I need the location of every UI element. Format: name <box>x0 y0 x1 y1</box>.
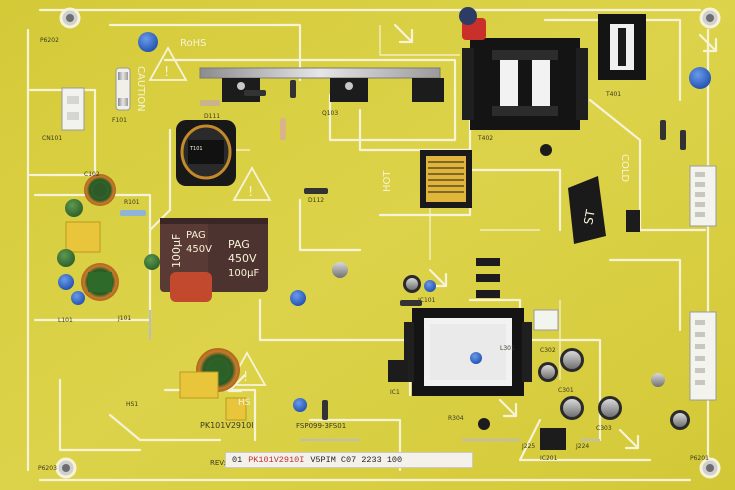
svg-text:C301: C301 <box>558 387 574 394</box>
svg-text:L101: L101 <box>58 317 73 324</box>
mid-transformer <box>420 150 472 208</box>
part-number-label: PK101V2910I <box>200 421 254 430</box>
input-choke: T101 <box>176 120 236 186</box>
aux-transformer <box>598 14 646 80</box>
caution-label: CAUTION <box>135 66 146 112</box>
main-transformer <box>462 38 588 130</box>
certification-logo: ST <box>568 176 606 244</box>
semiconductors <box>388 144 640 450</box>
hs-label: HS <box>238 398 251 408</box>
svg-text:R304: R304 <box>448 415 464 422</box>
revision-label: REV:1 <box>210 459 230 467</box>
output-connectors <box>533 165 717 401</box>
bulk-cap-voltage-left: 450V <box>186 244 212 255</box>
heatsink-top <box>199 67 444 102</box>
svg-text:J225: J225 <box>521 443 535 450</box>
fuse <box>115 67 131 111</box>
svg-text:C302: C302 <box>540 347 556 354</box>
svg-text:P6201: P6201 <box>690 455 709 462</box>
svg-text:R101: R101 <box>124 199 140 206</box>
svg-text:CN101: CN101 <box>42 135 62 142</box>
sticker-suffix: V5PIM C07 2233 100 <box>310 455 403 465</box>
model-code-label: FSP099-3FS01 <box>296 422 346 430</box>
svg-text:C303: C303 <box>596 425 612 432</box>
svg-text:!: ! <box>243 370 248 385</box>
svg-text:C102: C102 <box>84 171 100 178</box>
svg-text:T402: T402 <box>477 135 493 142</box>
svg-text:L301: L301 <box>500 345 515 352</box>
svg-text:P6202: P6202 <box>40 37 59 44</box>
y-capacitors <box>57 199 160 270</box>
svg-text:F101: F101 <box>112 117 127 124</box>
svg-text:IC101: IC101 <box>418 297 436 304</box>
serial-sticker: 01 PK101V2910I V5PIM C07 2233 100 <box>225 452 473 468</box>
svg-text:D111: D111 <box>204 113 220 120</box>
svg-text:IC1: IC1 <box>390 389 400 396</box>
resistors-diodes <box>120 80 686 420</box>
hot-label: HOT <box>382 170 393 192</box>
output-transformer <box>404 308 532 396</box>
reference-designators: P6202 P6203 P6201 T401 T402 Q103 D111 D1… <box>38 37 709 472</box>
svg-text:HS1: HS1 <box>126 401 138 408</box>
svg-text:T101: T101 <box>189 146 203 152</box>
svg-text:Q103: Q103 <box>322 110 338 117</box>
svg-text:D112: D112 <box>308 197 324 204</box>
svg-text:!: ! <box>164 65 169 80</box>
x-capacitors <box>65 221 247 421</box>
sticker-prefix: 01 <box>232 455 243 465</box>
svg-text:T401: T401 <box>605 91 621 98</box>
hazard-triangles: ! ! ! <box>148 46 272 386</box>
svg-text:ST: ST <box>581 208 597 226</box>
bulk-cap-brand-right: PAG <box>228 238 250 251</box>
sticker-code: PK101V2910I <box>248 455 305 465</box>
svg-text:!: ! <box>248 185 253 200</box>
bulk-cap-brand-left: PAG <box>186 230 206 241</box>
bulk-cap-rating-right: 100µF <box>228 268 259 279</box>
rohs-label: RoHS <box>180 38 206 49</box>
svg-text:J101: J101 <box>117 315 131 322</box>
ac-input-connector <box>61 87 85 131</box>
bulk-cap-rating-text: 100µF <box>170 234 183 268</box>
bulk-cap-voltage-right: 450V <box>228 252 257 265</box>
svg-text:IC201: IC201 <box>540 455 558 462</box>
cold-label: COLD <box>619 154 630 182</box>
mounting-holes <box>55 7 721 479</box>
board-labels: RoHS CAUTION HOT COLD HS REV:1 PK101V291… <box>135 38 630 467</box>
svg-text:J224: J224 <box>575 443 589 450</box>
jumper-wires <box>149 310 600 441</box>
ceramic-capacitors <box>58 32 711 412</box>
svg-text:P6203: P6203 <box>38 465 57 472</box>
small-electrolytics <box>332 7 690 430</box>
